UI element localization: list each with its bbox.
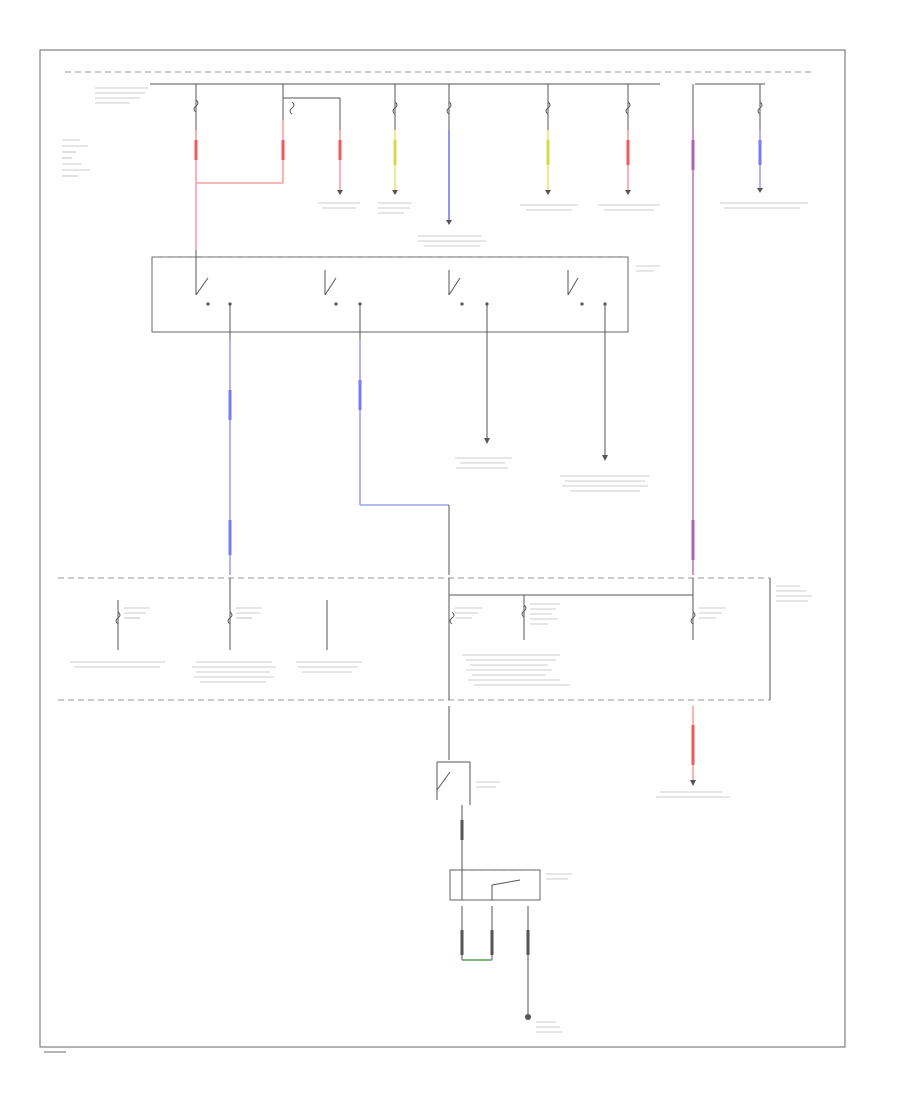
junction-block bbox=[58, 577, 812, 701]
top-left-label bbox=[95, 87, 148, 104]
diagram-frame bbox=[39, 49, 846, 1048]
ignition-switch bbox=[151, 250, 660, 340]
neutral-switch bbox=[436, 706, 500, 870]
destination-labels-mid bbox=[455, 457, 650, 492]
lower-red-wire bbox=[656, 706, 730, 798]
fuse-drops bbox=[193, 84, 763, 250]
fuse-block-label bbox=[62, 139, 90, 177]
junction-labels bbox=[70, 603, 726, 686]
starter-relay bbox=[449, 869, 572, 1020]
ignition-output-wires bbox=[228, 340, 608, 575]
destination-labels-top bbox=[318, 202, 808, 247]
ground-label bbox=[536, 1021, 562, 1033]
